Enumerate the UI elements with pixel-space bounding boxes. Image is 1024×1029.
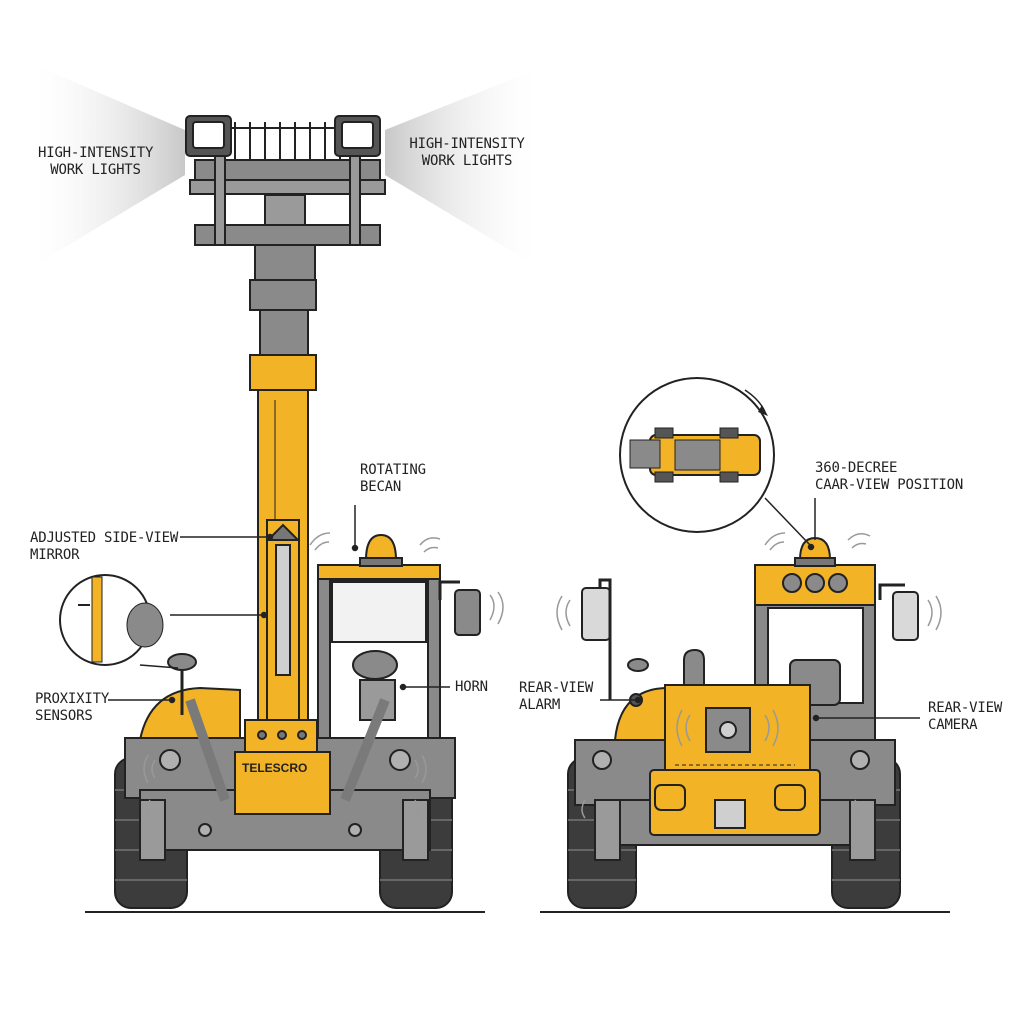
work-light-right xyxy=(334,115,381,157)
label-line: REAR-VIEW xyxy=(519,680,594,696)
label-line: 360-DECREE xyxy=(815,460,898,476)
rear-beacon xyxy=(794,536,836,567)
label-line: CAAR-VIEW POSITION xyxy=(815,477,964,493)
label-line: WORK LIGHTS xyxy=(421,153,513,169)
label-rear-view-alarm: REAR-VIEW ALARM xyxy=(519,680,593,714)
label-line: BECAN xyxy=(360,479,402,495)
label-line: CAMERA xyxy=(928,717,978,733)
leader-lines-right xyxy=(600,497,920,722)
rear-view-telehandler xyxy=(540,536,950,913)
label-line: ADJUSTED SIDE-VIEW xyxy=(30,530,179,546)
label-side-view-mirror: ADJUSTED SIDE-VIEW MIRROR xyxy=(30,530,178,564)
sensor-waves-front xyxy=(143,532,504,819)
label-line: MIRROR xyxy=(30,547,80,563)
label-line: SENSORS xyxy=(35,708,93,724)
label-line: HORN xyxy=(455,679,488,695)
label-line: WORK LIGHTS xyxy=(50,162,141,178)
fork-carriage xyxy=(189,122,386,281)
light-beam-right xyxy=(385,70,535,265)
label-line: HIGH-INTENSITY xyxy=(409,136,525,152)
label-360-camera: 360-DECREE CAAR-VIEW POSITION xyxy=(815,460,963,494)
label-line: PROXIXITY xyxy=(35,691,110,707)
label-horn: HORN xyxy=(455,679,488,696)
mirror-detail-inset xyxy=(59,574,164,666)
inset-connector xyxy=(139,664,179,669)
label-rotating-beacon: ROTATING BECAN xyxy=(360,462,426,496)
telescopic-boom xyxy=(249,279,317,721)
label-rear-view-camera: REAR-VIEW CAMERA xyxy=(928,700,1002,734)
label-work-lights-right: HIGH-INTENSITY WORK LIGHTS xyxy=(408,136,526,170)
light-beam-left xyxy=(35,65,185,265)
label-proximity-sensors: PROXIXITY SENSORS xyxy=(35,691,109,725)
brand-plate: TELESCRO xyxy=(242,761,307,775)
label-line: REAR-VIEW xyxy=(928,700,1003,716)
label-line: ALARM xyxy=(519,697,561,713)
work-light-left xyxy=(185,115,232,157)
label-work-lights-left: HIGH-INTENSITY WORK LIGHTS xyxy=(38,145,153,179)
label-line: HIGH-INTENSITY xyxy=(38,145,154,161)
label-line: ROTATING xyxy=(360,462,426,478)
rotating-beacon xyxy=(359,533,403,567)
leader-lines-left xyxy=(108,505,450,704)
front-view-telehandler xyxy=(85,115,485,913)
sensor-waves-rear xyxy=(556,532,942,819)
overhead-view-inset xyxy=(619,377,775,533)
